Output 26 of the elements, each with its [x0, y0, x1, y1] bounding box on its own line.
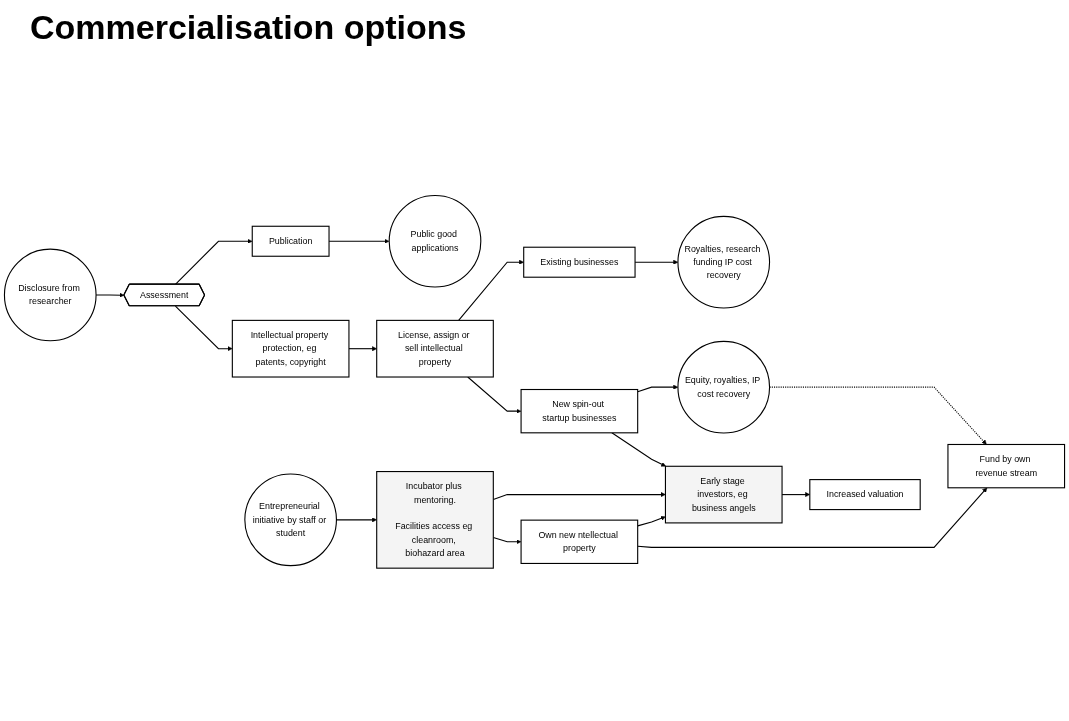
arrow — [637, 487, 988, 549]
node-box: Fund by own revenue stream — [947, 444, 1066, 489]
node-box: Early stage investors, eg business angels — [664, 465, 783, 524]
node-box: Incubator plus mentoring. Facilities access eg cleanroom, biohazard area — [376, 471, 494, 569]
arrow — [611, 432, 666, 467]
node-circle: Disclosure from researcher — [3, 248, 97, 342]
node-circle: Equity, royalties, IP cost recovery — [677, 340, 771, 434]
node-circle: Royalties, research funding IP cost recovery — [677, 216, 771, 309]
arrow — [174, 239, 253, 286]
node-box: Own new ntellectual property — [520, 519, 639, 565]
node-circle: Public good applications — [388, 195, 482, 288]
arrow — [467, 376, 522, 414]
diagram-title: Commercialisation options — [30, 8, 468, 48]
arrow — [637, 516, 666, 527]
node-box: Intellectual property protection, eg patents, copyright — [231, 320, 350, 378]
node-box: New spin-out startup businesses — [520, 389, 639, 434]
arrow — [769, 386, 987, 445]
node-box: Increased valuation — [809, 479, 921, 511]
arrow — [458, 259, 524, 322]
arrow — [637, 384, 679, 393]
node-box: License, assign or sell intellectual property — [376, 320, 494, 378]
node-box: Existing businesses — [523, 246, 636, 278]
arrow — [174, 305, 233, 352]
arrow — [348, 346, 377, 352]
node-box: Publication — [251, 225, 330, 257]
node-circle: Entrepreneurial initiative by staff or student — [244, 473, 337, 567]
